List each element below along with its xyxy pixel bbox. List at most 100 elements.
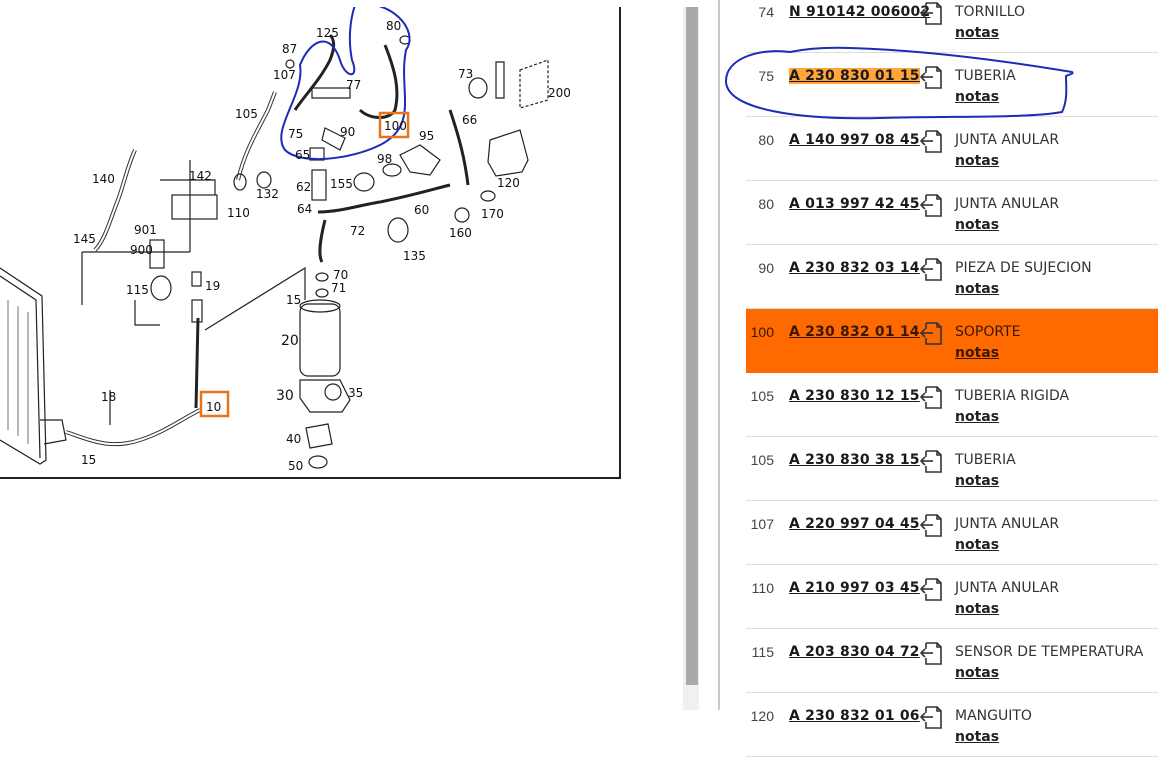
callout-label-80: 80 [386,19,401,33]
part-description: TUBERIA RIGIDA [955,388,1070,404]
notes-link[interactable]: notas [955,601,1000,617]
notes-link[interactable]: notas [955,537,1000,553]
part-number-link[interactable]: A 230 832 01 06 [789,708,920,724]
part-description: TUBERIA [955,452,1016,468]
part-description: JUNTA ANULAR [955,516,1060,532]
part-number-text: N 910142 006002 [789,4,931,20]
notes-link[interactable]: notas [955,729,1000,745]
notes-link[interactable]: notas [955,473,1000,489]
callout-label-73: 73 [458,67,473,81]
callout-label-125: 125 [316,26,339,40]
add-to-list-icon[interactable] [919,192,943,218]
part-number-link[interactable]: A 210 997 03 45 [789,580,920,596]
parts-row-107[interactable]: 107 A 220 997 04 45 JUNTA ANULAR notas [746,501,1158,565]
callout-label-75: 75 [288,127,303,141]
position-number: 107 [750,516,774,532]
parts-row-75[interactable]: 75 A 230 830 01 15 TUBERIA notas [746,53,1158,117]
part-number-text: A 210 997 03 45 [789,580,920,596]
callout-box-10 [199,390,230,418]
position-number: 74 [758,4,774,20]
part-number-link[interactable]: A 230 830 38 15 [789,452,920,468]
callout-label-901: 901 [134,223,157,237]
part-description: JUNTA ANULAR [955,196,1060,212]
add-to-list-icon[interactable] [919,0,943,26]
notes-link[interactable]: notas [955,345,1000,361]
callout-label-60: 60 [414,203,429,217]
notes-link[interactable]: notas [955,217,1000,233]
callout-label-77: 77 [346,78,361,92]
callout-label-155: 155 [330,177,353,191]
callout-label-40: 40 [286,432,301,446]
add-to-list-icon[interactable] [919,640,943,666]
part-number-link[interactable]: N 910142 006002 [789,4,930,20]
callout-label-135: 135 [403,249,426,263]
notes-link[interactable]: notas [955,25,1000,41]
part-description: SOPORTE [955,324,1021,340]
part-number-text: A 230 830 38 15 [789,452,920,468]
position-number: 115 [751,644,774,660]
add-to-list-icon[interactable] [919,576,943,602]
callout-label-87: 87 [282,42,297,56]
callout-label-115: 115 [126,283,149,297]
callout-label-15a: 15 [286,293,301,307]
callout-label-10: 10 [206,400,221,414]
position-number: 100 [750,324,774,340]
add-to-list-icon[interactable] [919,64,943,90]
callout-label-200: 200 [548,86,571,100]
callout-label-107: 107 [273,68,296,82]
callout-label-160: 160 [449,226,472,240]
part-description: TUBERIA [955,68,1016,84]
part-number-text: A 230 830 12 15 [789,388,920,404]
part-number-link[interactable]: A 220 997 04 45 [789,516,920,532]
diagram-scrollbar-thumb[interactable] [686,7,698,685]
part-number-link[interactable]: A 230 832 03 14 [789,260,920,276]
part-number-link[interactable]: A 230 832 01 14 [789,324,920,340]
part-number-link[interactable]: A 230 830 01 15 [789,68,920,84]
position-number: 120 [750,708,774,724]
part-description: MANGUITO [955,708,1032,724]
parts-row-120[interactable]: 120 A 230 832 01 06 MANGUITO notas [746,693,1158,757]
position-number: 105 [750,452,774,468]
notes-link[interactable]: notas [955,89,1000,105]
part-number-link[interactable]: A 203 830 04 72 [789,644,920,660]
position-number: 75 [758,68,774,84]
notes-link[interactable]: notas [955,409,1000,425]
part-number-link[interactable]: A 013 997 42 45 [789,196,920,212]
callout-label-35: 35 [348,386,363,400]
part-description: PIEZA DE SUJECION [955,260,1092,276]
callout-label-19: 19 [205,279,220,293]
add-to-list-icon[interactable] [919,512,943,538]
callout-label-62: 62 [296,180,311,194]
add-to-list-icon[interactable] [919,128,943,154]
parts-row-105[interactable]: 105 A 230 830 38 15 TUBERIA notas [746,437,1158,501]
panel-divider [718,0,720,710]
part-number-text: A 203 830 04 72 [789,644,920,660]
add-to-list-icon[interactable] [919,704,943,730]
callout-label-120: 120 [497,176,520,190]
callout-label-18: 18 [101,390,116,404]
add-to-list-icon[interactable] [919,448,943,474]
add-to-list-icon[interactable] [919,256,943,282]
callout-label-64: 64 [297,202,312,216]
notes-link[interactable]: notas [955,665,1000,681]
add-to-list-icon[interactable] [919,384,943,410]
part-number-text: A 230 832 03 14 [789,260,920,276]
notes-link[interactable]: notas [955,153,1000,169]
add-to-list-icon[interactable] [919,320,943,346]
notes-link[interactable]: notas [955,281,1000,297]
callout-label-170: 170 [481,207,504,221]
parts-row-100[interactable]: 100 A 230 832 01 14 SOPORTE notas [746,309,1158,373]
part-number-link[interactable]: A 230 830 12 15 [789,388,920,404]
part-number-text: A 013 997 42 45 [789,196,920,212]
callout-label-105a: 105 [235,107,258,121]
callout-label-20: 20 [281,333,299,349]
callout-label-72: 72 [350,224,365,238]
part-number-link[interactable]: A 140 997 08 45 [789,132,920,148]
